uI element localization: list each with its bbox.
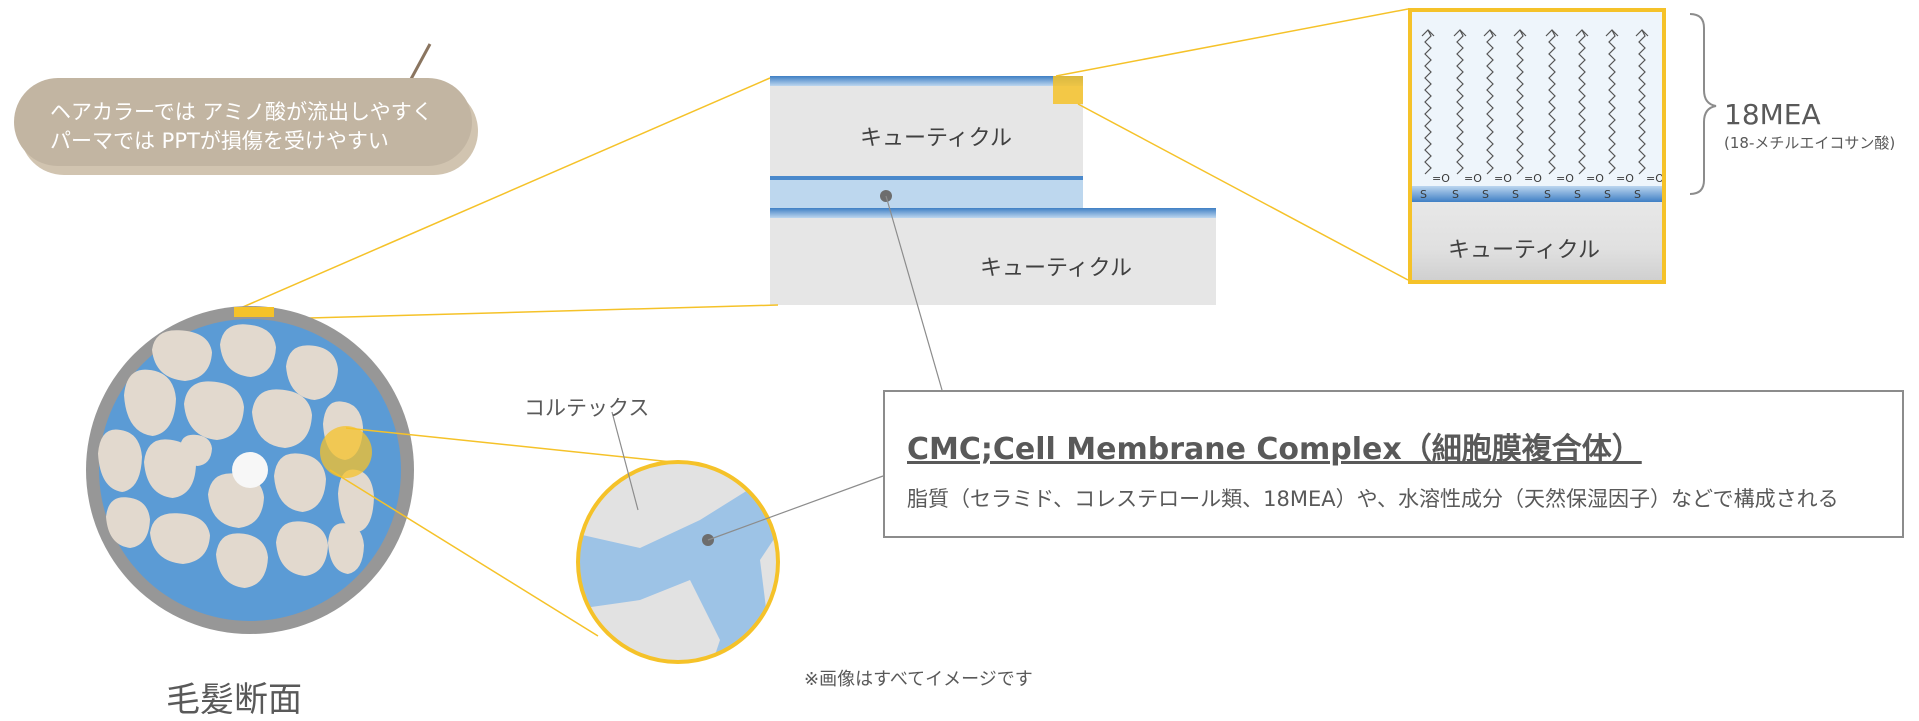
bond-glyph: =O: [1556, 172, 1574, 185]
bond-glyph: S: [1544, 188, 1551, 201]
cortex-cell: [328, 523, 364, 574]
cortex-cell: [152, 330, 212, 381]
cortex-cell: [216, 533, 268, 588]
bond-glyph: S: [1512, 188, 1519, 201]
mea-chain-branch: [1545, 29, 1559, 37]
mea-highlight: [1053, 76, 1083, 104]
bubble-line-2: パーマでは PPTが損傷を受けやすい: [50, 129, 389, 153]
bond-glyph: S: [1574, 188, 1581, 201]
mea-chain-branch: [1513, 29, 1527, 37]
cuticle-label-zoom: キューティクル: [1448, 238, 1601, 263]
mea-chain-branch: [1605, 29, 1619, 37]
cuticle-highlight: [234, 307, 274, 317]
bond-glyph: S: [1634, 188, 1641, 201]
cmc-description: 脂質（セラミド、コレステロール類、18MEA）や、水溶性成分（天然保湿因子）など…: [907, 487, 1839, 511]
bond-glyph: S: [1452, 188, 1459, 201]
mea-chain-branch: [1575, 29, 1589, 37]
mea-chain-branch: [1483, 29, 1497, 37]
cortex-cell: [220, 324, 276, 377]
bond-glyph: =O: [1494, 172, 1512, 185]
bond-glyph: =O: [1616, 172, 1634, 185]
mea-chain: [1486, 29, 1494, 175]
bubble-line-1: ヘアカラーでは アミノ酸が流出しやすく: [50, 100, 433, 124]
speech-bubble: ヘアカラーでは アミノ酸が流出しやすく パーマでは PPTが損傷を受けやすい: [14, 78, 472, 166]
bond-glyph: =O: [1524, 172, 1542, 185]
mea-zoom-box: S=OS=OS=OS=OS=OS=OS=OS=O: [1408, 8, 1666, 284]
cortex-cell: [274, 453, 326, 512]
mea-chain-branch: [1421, 29, 1435, 37]
mea-chain: [1516, 29, 1524, 175]
bond-glyph: S: [1604, 188, 1611, 201]
diagram-title: 毛髪断面: [166, 680, 302, 720]
cuticle-stack: [770, 76, 1216, 305]
mea-label: 18MEA: [1724, 98, 1821, 131]
bond-glyph: S: [1420, 188, 1427, 201]
mea-chain: [1456, 29, 1464, 175]
hair-cross-section: [86, 306, 414, 634]
cortex-cell: [106, 497, 150, 548]
mea-chain: [1608, 29, 1616, 175]
cortex-cell: [252, 389, 312, 448]
cuticle-label-upper: キューティクル: [860, 126, 1013, 151]
cortex-cell: [98, 429, 142, 492]
bond-glyph: =O: [1646, 172, 1664, 185]
medulla: [232, 452, 268, 488]
cortex-cell: [180, 434, 212, 466]
mea-chain: [1548, 29, 1556, 175]
cortex-highlight: [320, 426, 372, 478]
bond-glyph: S: [1482, 188, 1489, 201]
mea-chain: [1424, 29, 1432, 175]
cortex-cell: [286, 345, 338, 400]
mea-chain-branch: [1635, 29, 1649, 37]
cmc-title: CMC;Cell Membrane Complex（細胞膜複合体）: [907, 432, 1642, 467]
mea-sublabel: (18-メチルエイコサン酸): [1724, 134, 1896, 152]
cortex-cell: [276, 521, 328, 576]
bond-glyph: =O: [1432, 172, 1450, 185]
bond-glyph: =O: [1586, 172, 1604, 185]
mea-chain-branch: [1453, 29, 1467, 37]
cortex-label: コルテックス: [524, 396, 650, 420]
cmc-callout: CMC;Cell Membrane Complex（細胞膜複合体） 脂質（セラミ…: [883, 390, 1904, 538]
cuticle-label-lower: キューティクル: [980, 256, 1133, 281]
mea-chain: [1638, 29, 1646, 175]
image-note: ※画像はすべてイメージです: [804, 669, 1033, 690]
bond-glyph: =O: [1464, 172, 1482, 185]
cortex-cell: [338, 469, 374, 532]
cortex-cell: [124, 369, 176, 436]
cortex-zoom-circle: [576, 460, 780, 664]
cortex-cell: [150, 513, 210, 564]
mea-brace: [1689, 13, 1717, 195]
mea-chain: [1578, 29, 1586, 175]
cortex-cell: [184, 381, 244, 440]
